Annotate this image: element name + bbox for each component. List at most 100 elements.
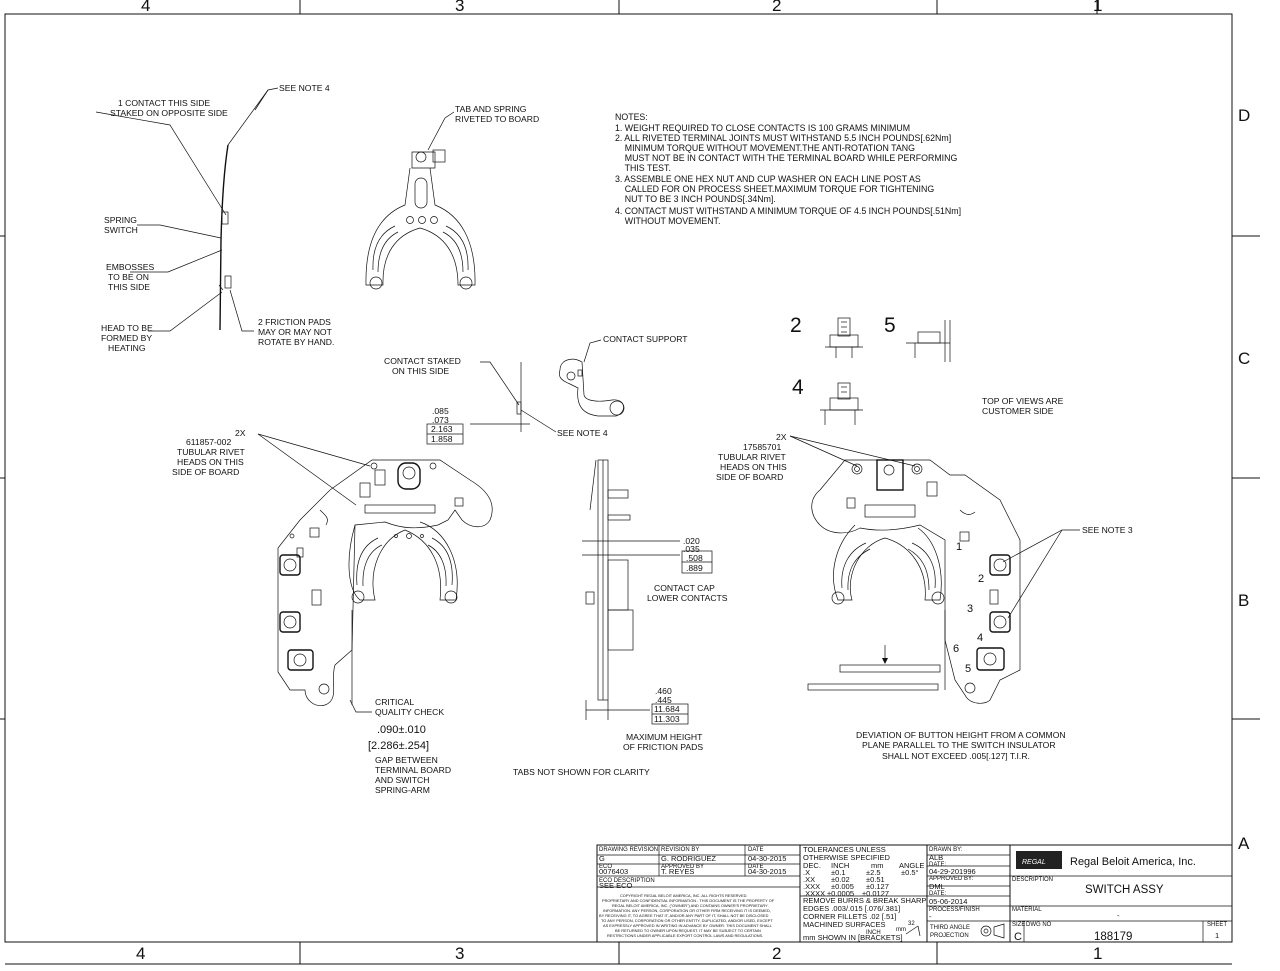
terminal-number: 3 — [967, 603, 973, 615]
notes-heading: NOTES: — [615, 112, 648, 122]
dim-value: .020 — [683, 536, 700, 546]
tb-copyright-line: BY RECEIVING IT, TO AGREE THAT IT, AND/O… — [599, 913, 769, 918]
note-line: 2. ALL RIVETED TERMINAL JOINTS MUST WITH… — [615, 133, 951, 143]
terminal-number: 5 — [965, 663, 971, 675]
tb-copyright-line: TO ANY PERSON, CORPORATION OR OTHER ENTI… — [601, 918, 773, 923]
callout-spring-switch: SPRING — [104, 215, 137, 225]
note-line: CALLED FOR ON PROCESS SHEET.MAXIMUM TORQ… — [615, 184, 934, 194]
tb-tol-extra: MACHINED SURFACES — [803, 920, 886, 929]
tb-copyright-line: AS EXPRESSLY APPROVED IN WRITING IN ADVA… — [603, 923, 773, 928]
tb-tol-extra: CORNER FILLETS .02 [.51] — [803, 912, 896, 921]
side-section-view — [582, 459, 713, 725]
view-number-2: 2 — [790, 314, 802, 337]
tb-label: DWG NO — [1026, 922, 1052, 928]
dim-gap: .090±.010 — [377, 724, 426, 736]
callout-critical: QUALITY CHECK — [375, 707, 444, 717]
tb-label: APPROVED BY — [661, 864, 704, 870]
callout-gap: SPRING-ARM — [375, 785, 430, 795]
callout-contact-cap: CONTACT CAP — [654, 583, 715, 593]
tb-finish-value: 32 — [908, 921, 915, 927]
dim-value: 2.163 — [431, 424, 453, 434]
note-line: MINIMUM TORQUE WITHOUT MOVEMENT.THE ANTI… — [615, 143, 915, 153]
callout-max-height: OF FRICTION PADS — [623, 742, 703, 752]
tb-copyright-line: PROPRIETARY AND CONFIDENTIAL INFORMATION… — [602, 898, 775, 903]
tb-tol-col: ANGLE — [899, 861, 924, 870]
dim-value: 11.684 — [654, 704, 680, 714]
tb-label: DATE: — [929, 862, 947, 868]
tb-label: DRAWING REVISION — [599, 847, 658, 853]
tb-copyright-line: BE RETURNED TO OWNER UPON REQUEST. IT MA… — [615, 928, 761, 933]
callout-embosses: TO BE ON — [108, 272, 149, 282]
tb-tol-extra: EDGES .003/.015 [.076/.381] — [803, 904, 900, 913]
tb-tol-cell: ±2.5 — [866, 868, 881, 877]
tb-copyright-line: REGAL BELOIT AMERICA, INC. ("OWNER") AND… — [612, 903, 768, 908]
callout-gap: AND SWITCH — [375, 775, 429, 785]
tb-tol-extra: REMOVE BURRS & BREAK SHARP — [803, 896, 926, 905]
tb-tol-cell: ±0.1 — [831, 868, 846, 877]
zone-top-1: 1 — [1093, 0, 1102, 15]
tb-revision-by: G. RODRIGUEZ — [661, 854, 716, 863]
tb-tol-cell: .X — [803, 868, 810, 877]
tb-drawn-by: ALB — [929, 853, 943, 862]
callout-embosses: THIS SIDE — [108, 282, 150, 292]
zone-top-4: 4 — [141, 0, 150, 15]
tb-material: - — [1117, 911, 1120, 920]
callout-head-formed: FORMED BY — [101, 333, 152, 343]
tb-copyright-line: COPYRIGHT REGAL BELOIT AMERICA, INC. ALL… — [620, 893, 748, 898]
tb-label: PROCESS/FINISH — [929, 907, 980, 913]
callout-head-formed: HEATING — [108, 343, 146, 353]
callout-top-of-views: CUSTOMER SIDE — [982, 406, 1054, 416]
callout-top-of-views: TOP OF VIEWS ARE — [982, 396, 1064, 406]
terminal-number: 6 — [953, 643, 959, 655]
tb-label: ECO — [599, 864, 612, 870]
dim-value: .460 — [655, 686, 672, 696]
zone-right-c: C — [1238, 349, 1250, 368]
tb-projection: PROJECTION — [930, 933, 969, 939]
callout-contact-side: 1 CONTACT THIS SIDE — [118, 98, 210, 108]
tb-label: DATE — [748, 864, 764, 870]
callout-rivet-left: 611857-002 — [186, 437, 231, 447]
callout-friction-pads: 2 FRICTION PADS — [258, 317, 331, 327]
dim-value: .073 — [432, 415, 449, 425]
view-number-5: 5 — [884, 314, 896, 337]
callout-spring-switch: SWITCH — [104, 225, 138, 235]
tb-label: REVISION BY — [661, 847, 699, 853]
zone-right-a: A — [1238, 834, 1250, 853]
callout-rivet-right: HEADS ON THIS — [720, 462, 787, 472]
callout-contact-cap: LOWER CONTACTS — [647, 593, 728, 603]
tb-label: APPROVED BY: — [929, 876, 974, 882]
callout-contact-staked: CONTACT STAKED — [384, 356, 461, 366]
terminal-number: 1 — [956, 541, 962, 553]
zone-bottom-3: 3 — [455, 944, 464, 963]
right-assembly-view — [789, 435, 1080, 704]
note-line: 1. WEIGHT REQUIRED TO CLOSE CONTACTS IS … — [615, 123, 910, 133]
tb-tol-cell: ±0.5° — [901, 868, 919, 877]
tb-logo: REGAL — [1022, 859, 1046, 866]
tb-description: SWITCH ASSY — [1085, 884, 1164, 896]
tb-tol-cell: ±0.02 — [831, 875, 850, 884]
callout-friction-pads: MAY OR MAY NOT — [258, 327, 333, 337]
callout-gap: TERMINAL BOARD — [375, 765, 451, 775]
zone-bottom-4: 4 — [136, 944, 145, 963]
callout-deviation: SHALL NOT EXCEED .005[.127] T.I.R. — [882, 751, 1030, 761]
tb-approved2: DML — [929, 882, 945, 891]
zone-top-3: 3 — [455, 0, 464, 15]
dim-value: .035 — [683, 544, 700, 554]
terminal-number: 4 — [977, 632, 983, 644]
tb-sheet: 1 — [1215, 931, 1219, 940]
tb-label: SHEET — [1207, 922, 1227, 928]
callout-rivet-right: 2X — [776, 432, 787, 442]
side-view-spring — [95, 87, 279, 332]
tb-dwg-no: 188179 — [1094, 931, 1132, 943]
tb-label: ECO DESCRIPTION — [599, 878, 655, 884]
dim-value: .445 — [655, 695, 672, 705]
terminal-views — [820, 317, 951, 425]
callout-rivet-right: 17585701 — [743, 442, 781, 452]
left-assembly-view — [257, 433, 493, 713]
callout-rivet-left: TUBULAR RIVET — [177, 447, 246, 457]
tb-tol-cell: .XX — [803, 875, 815, 884]
tb-label: DATE: — [929, 891, 947, 897]
callout-contact-staked: ON THIS SIDE — [392, 366, 449, 376]
callout-max-height: MAXIMUM HEIGHT — [626, 732, 703, 742]
callout-rivet-left: HEADS ON THIS — [177, 457, 244, 467]
